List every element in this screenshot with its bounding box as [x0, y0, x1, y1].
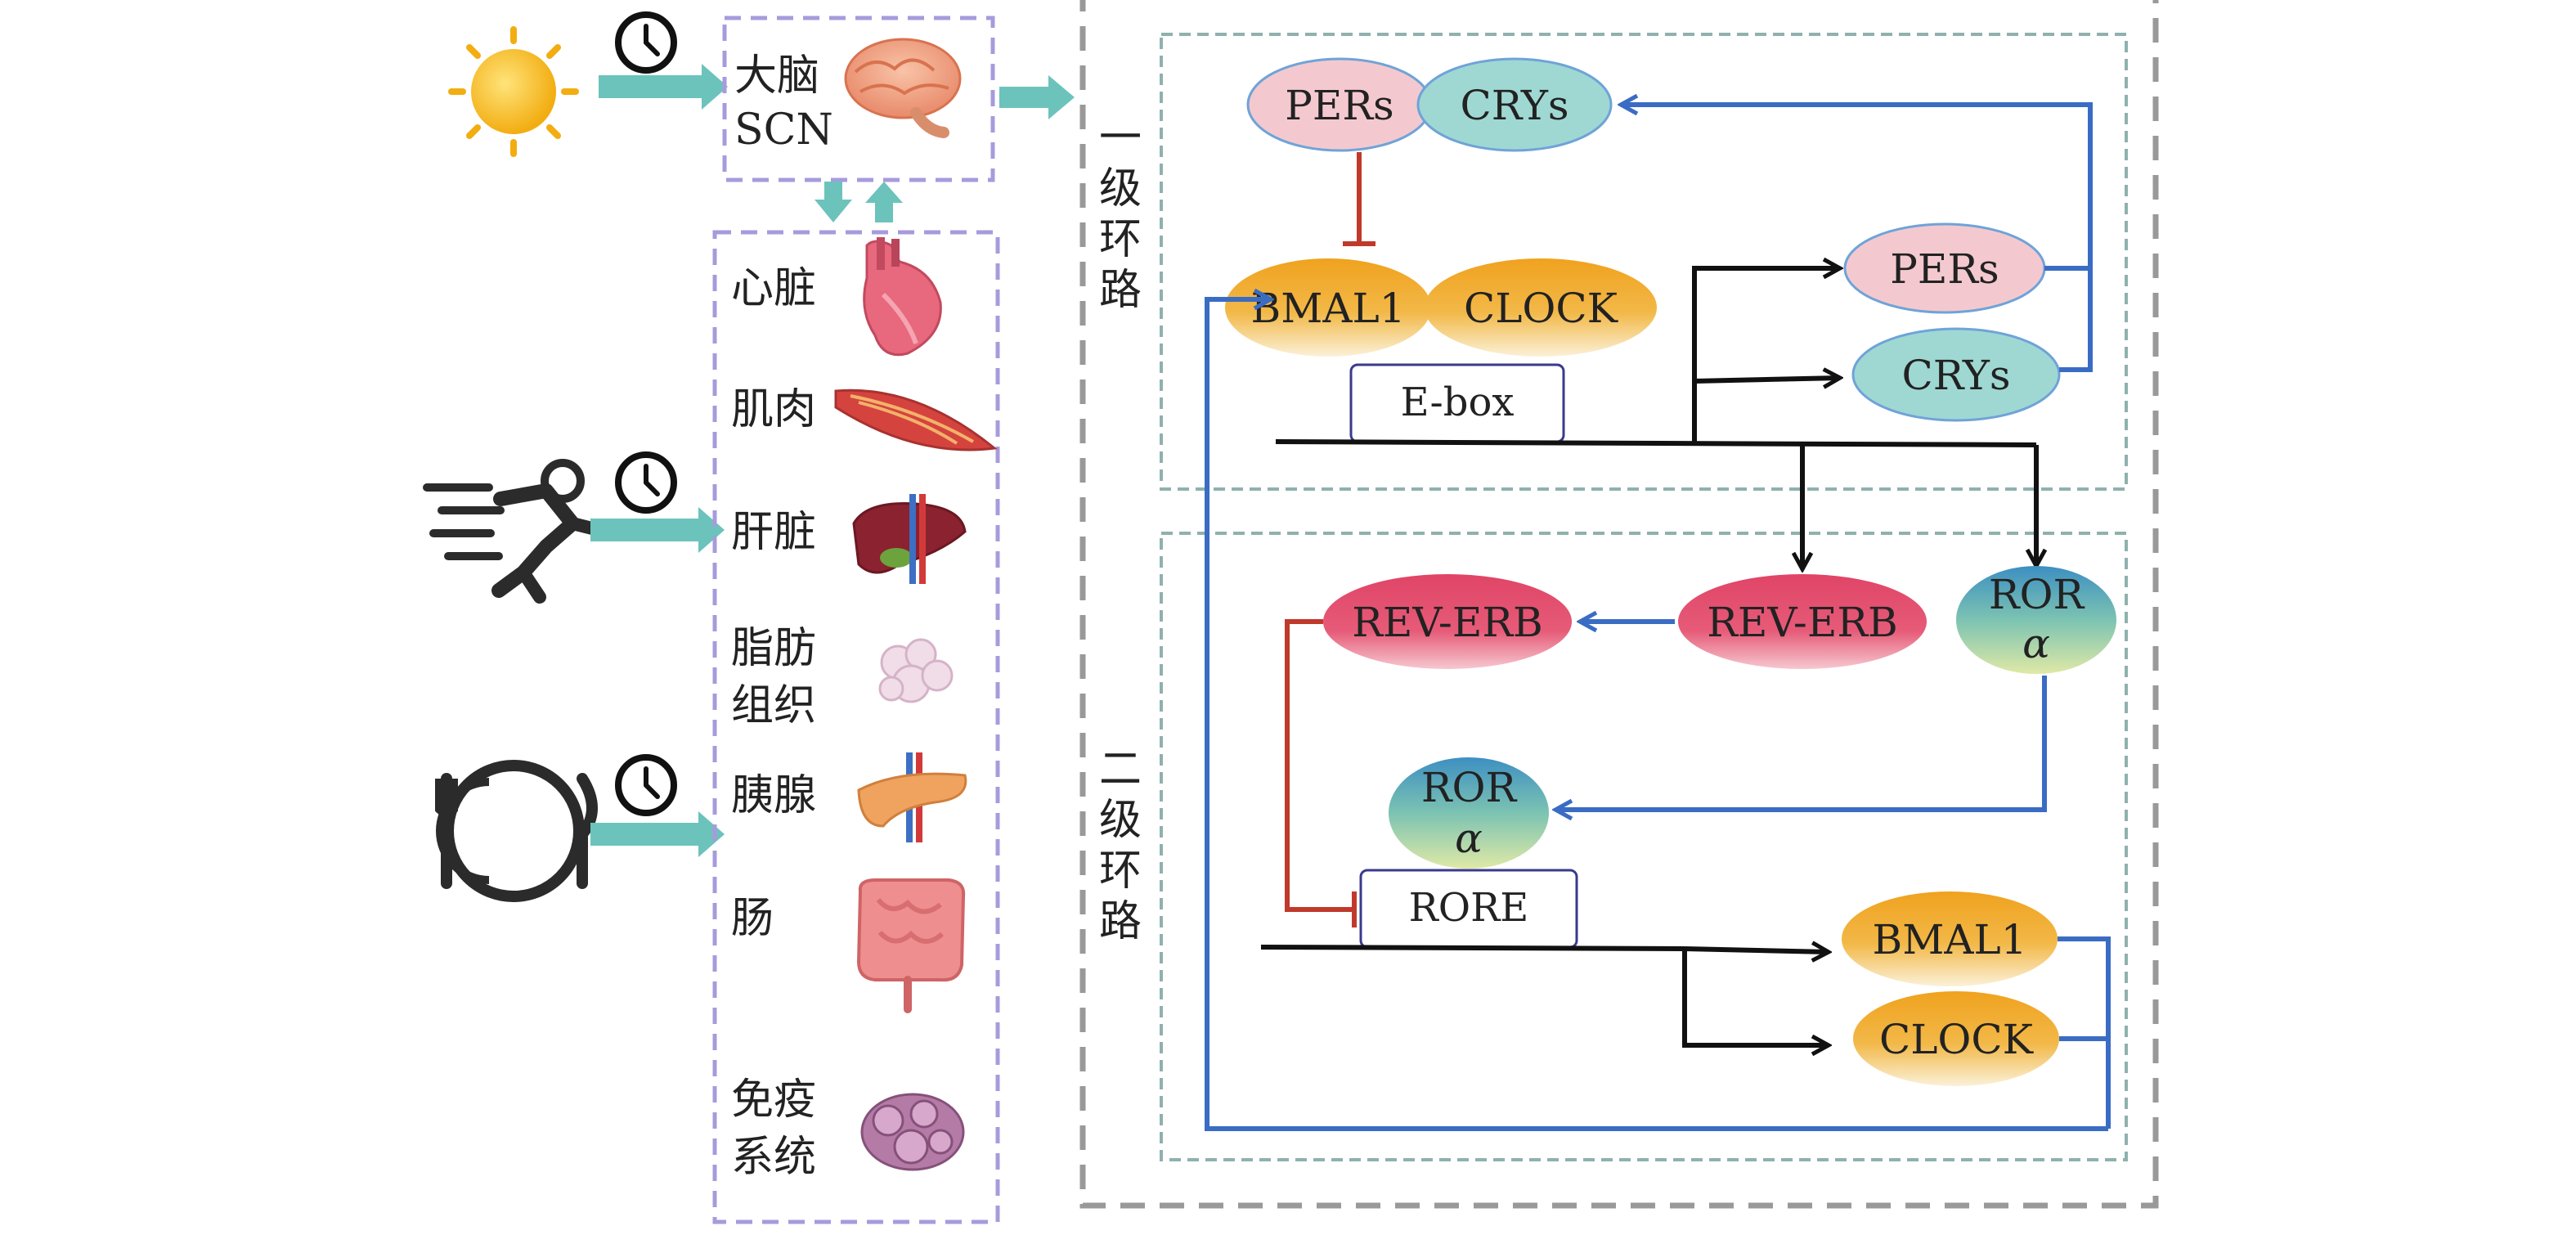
- organ-label-immune-1: 免疫: [731, 1076, 816, 1125]
- svg-text:二: 二: [1099, 745, 1142, 794]
- pers-crys-feedback-arrow: [1621, 105, 2093, 372]
- organ-label-immune-2: 系统: [731, 1133, 816, 1182]
- svg-text:级: 级: [1099, 796, 1142, 845]
- scn-label: SCN: [734, 106, 833, 155]
- svg-text:一: 一: [1099, 114, 1142, 163]
- light-input-arrow: [599, 64, 728, 110]
- brain-output-arrow: [999, 75, 1075, 119]
- svg-text:环: 环: [1099, 215, 1142, 264]
- primary-loop-label: 一 级 环 路: [1099, 114, 1142, 315]
- secondary-gene-line: [1260, 945, 1685, 951]
- organ-label-liver: 肝脏: [731, 508, 816, 557]
- crys-top-label: CRYs: [1460, 82, 1568, 129]
- primary-gene-line: [1275, 439, 2037, 447]
- organs-to-brain-arrow: [865, 182, 903, 222]
- bmal1-top-node: [1225, 258, 1431, 357]
- clock-bottom-node: [1853, 991, 2059, 1086]
- muscle-icon: [834, 388, 998, 451]
- brain-label: 大脑: [734, 52, 819, 101]
- bmal1-bottom-label: BMAL1: [1872, 916, 2026, 963]
- organ-label-muscle: 肌肉: [731, 385, 816, 434]
- immune-system-icon: [860, 1093, 965, 1171]
- organs-box: [712, 230, 1000, 1224]
- ror-mid-label: ROR: [1421, 764, 1518, 811]
- clock-bottom-label: CLOCK: [1879, 1016, 2035, 1063]
- reverb-right-label: REV-ERB: [1707, 599, 1897, 646]
- pers-inhibits-bmal1: [1343, 152, 1376, 246]
- reverb-left-label: REV-ERB: [1352, 599, 1542, 646]
- ror-mid-node: [1389, 757, 1549, 869]
- rore-label: RORE: [1409, 885, 1529, 931]
- clock-top-label: CLOCK: [1464, 285, 1619, 332]
- gene-line-to-secondary-arrows: [1802, 443, 2036, 569]
- ror-right-symbol: α: [2022, 620, 2050, 667]
- clock-icon: [615, 451, 677, 514]
- clock-mechanism-box: [1079, 0, 2159, 1209]
- brain-to-organs-arrow: [815, 182, 852, 222]
- plate-fork-knife-icon: [435, 760, 598, 902]
- rore-to-bmal1-clock-arrows: [1682, 949, 1829, 1045]
- brain-box: [722, 16, 995, 182]
- sun-icon: [448, 26, 579, 157]
- exercise-input-arrow: [590, 507, 725, 553]
- heart-icon: [863, 237, 942, 357]
- food-input-arrow: [590, 811, 725, 857]
- organ-label-adipose-2: 组织: [731, 681, 816, 730]
- organ-label-intestine: 肠: [731, 894, 774, 943]
- clock-icon: [615, 11, 677, 74]
- primary-loop-box: [1160, 33, 2128, 491]
- svg-text:环: 环: [1099, 847, 1142, 896]
- svg-text:级: 级: [1099, 164, 1142, 213]
- adipose-tissue-icon: [878, 638, 954, 703]
- pers-right-label: PERs: [1890, 245, 1999, 293]
- pers-top-label: PERs: [1285, 82, 1393, 129]
- ror-mid-symbol: α: [1455, 815, 1483, 862]
- secondary-loop-box: [1160, 532, 2128, 1161]
- liver-icon: [852, 494, 967, 584]
- svg-text:路: 路: [1099, 266, 1142, 315]
- ebox-to-pers-crys-arrows: [1692, 268, 1840, 443]
- intestine-icon: [856, 878, 966, 1013]
- ror-right-label: ROR: [1989, 571, 2085, 618]
- crys-right-node: [1851, 327, 2061, 422]
- reverb-right-node: [1678, 574, 1927, 669]
- reverb-left-node: [1323, 574, 1572, 669]
- pancreas-icon: [857, 752, 967, 842]
- bmal1-clock-feedback-arrow: [1205, 299, 2111, 1131]
- clock-icon: [615, 754, 677, 816]
- svg-text:路: 路: [1099, 897, 1142, 946]
- crys-right-label: CRYs: [1901, 352, 2010, 399]
- secondary-loop-label: 二 级 环 路: [1099, 745, 1142, 946]
- reverb-inhibits-rore: [1285, 619, 1357, 927]
- ebox-label: E-box: [1401, 379, 1515, 425]
- organ-label-pancreas: 胰腺: [731, 771, 816, 820]
- bmal1-bottom-node: [1842, 891, 2058, 986]
- brain-icon: [844, 38, 962, 138]
- bmal1-top-label: BMAL1: [1250, 285, 1405, 332]
- ror-right-node: [1956, 566, 2116, 674]
- crys-top-node: [1416, 57, 1613, 152]
- organ-label-adipose-1: 脂肪: [731, 624, 816, 673]
- ror-to-ror-arrow: [1555, 676, 2047, 810]
- clock-top-node: [1425, 258, 1657, 357]
- organ-label-heart: 心脏: [731, 264, 816, 313]
- running-person-icon: [423, 459, 605, 604]
